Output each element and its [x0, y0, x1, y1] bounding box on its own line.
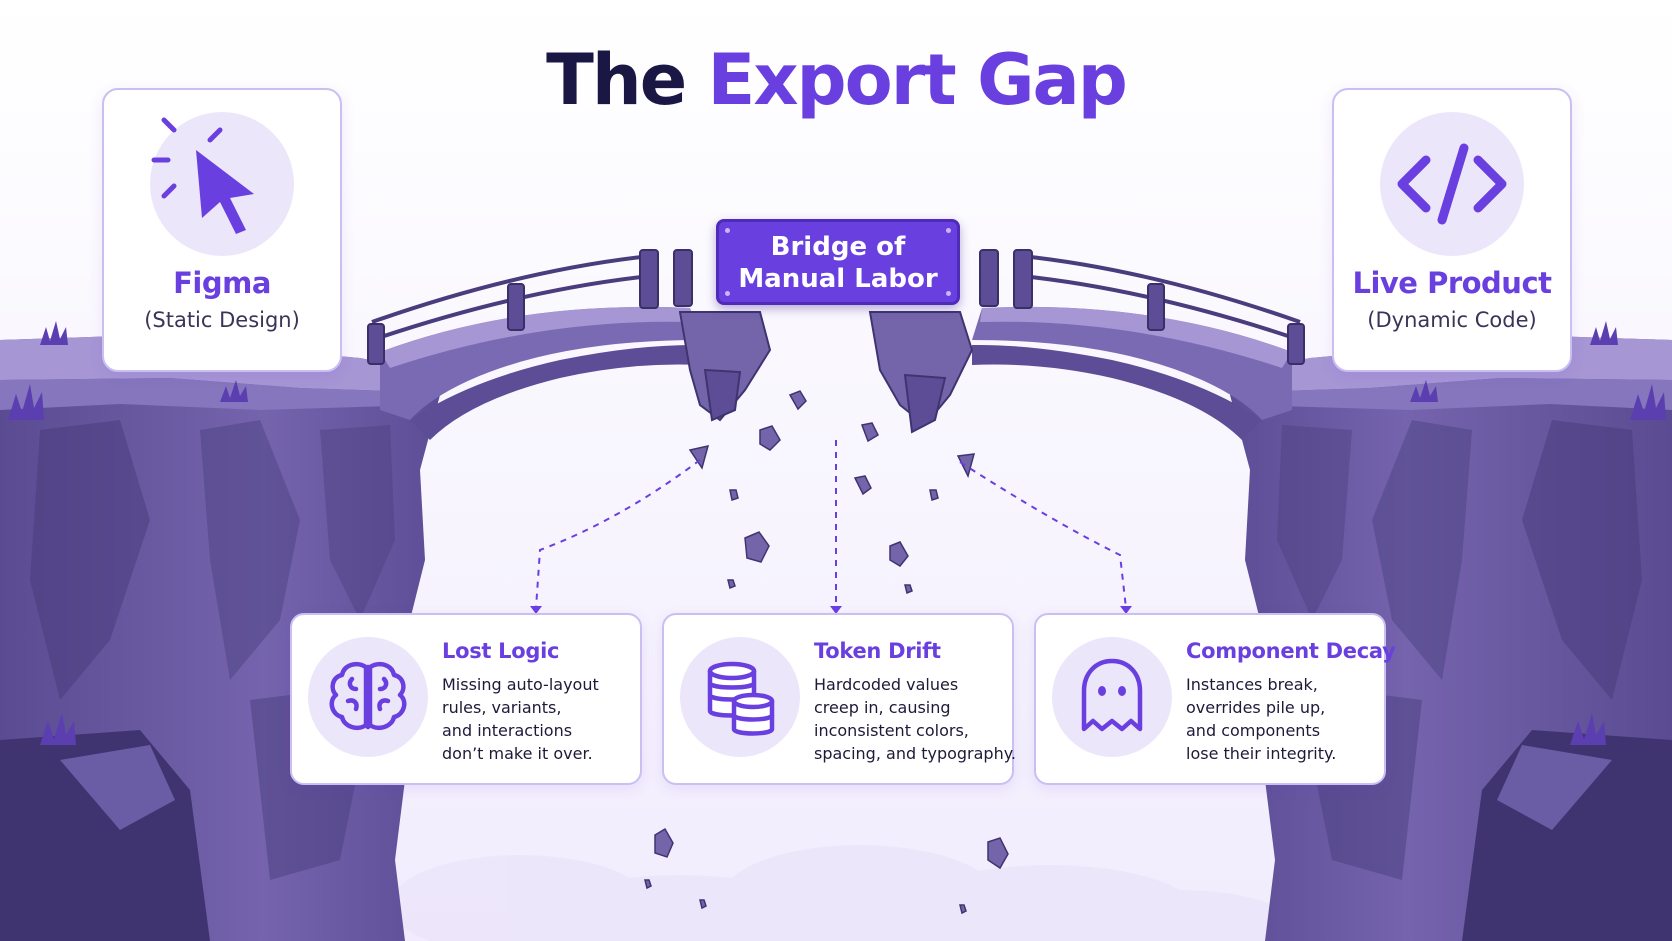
title-part-dark: The — [546, 39, 687, 121]
description-line: overrides pile up, — [1186, 698, 1326, 717]
component-decay-description: Instances break, overrides pile up, and … — [1186, 673, 1382, 765]
sign-bolt — [946, 291, 951, 296]
description-line: don’t make it over. — [442, 744, 593, 763]
code-brackets-icon — [1397, 143, 1507, 225]
page-title: The Export Gap — [0, 38, 1672, 122]
figma-card-subtitle: (Static Design) — [144, 308, 300, 332]
right-cliff — [1230, 336, 1672, 941]
live-product-card: Live Product (Dynamic Code) — [1332, 88, 1572, 372]
live-product-card-subtitle: (Dynamic Code) — [1367, 308, 1537, 332]
lost-logic-title: Lost Logic — [442, 639, 560, 663]
sign-bolt — [946, 228, 951, 233]
description-line: spacing, and typography. — [814, 744, 1016, 763]
figma-card-title: Figma — [173, 266, 271, 300]
lost-logic-card: Lost Logic Missing auto-layout rules, va… — [290, 613, 642, 785]
sign-bolt — [725, 291, 730, 296]
component-decay-icon-circle — [1052, 637, 1172, 757]
description-line: Instances break, — [1186, 675, 1318, 694]
bridge-sign: Bridge of Manual Labor — [716, 219, 960, 305]
lost-logic-icon-circle — [308, 637, 428, 757]
bridge-left-half — [367, 249, 772, 440]
live-product-card-title: Live Product — [1352, 266, 1552, 300]
description-line: lose their integrity. — [1186, 744, 1337, 763]
coin-stack-icon — [707, 661, 775, 736]
mist-clouds — [390, 845, 1300, 941]
token-drift-title: Token Drift — [814, 639, 941, 663]
cursor-click-icon — [151, 117, 254, 234]
live-product-icon-circle — [1380, 112, 1524, 256]
ghost-icon — [1081, 658, 1143, 732]
figma-icon-circle — [150, 112, 294, 256]
description-line: and components — [1186, 721, 1321, 740]
lost-logic-description: Missing auto-layout rules, variants, and… — [442, 673, 638, 765]
figma-card: Figma (Static Design) — [102, 88, 342, 372]
bridge-sign-line-1: Bridge of — [770, 232, 906, 262]
dashed-arrows — [535, 440, 1127, 609]
arrow-heads — [530, 606, 1132, 614]
description-line: rules, variants, — [442, 698, 562, 717]
bridge-right-half — [868, 249, 1305, 440]
token-drift-description: Hardcoded values creep in, causing incon… — [814, 673, 1016, 765]
falling-debris — [644, 390, 1009, 915]
component-decay-card: Component Decay Instances break, overrid… — [1034, 613, 1396, 785]
token-drift-card: Token Drift Hardcoded values creep in, c… — [662, 613, 1016, 785]
description-line: Missing auto-layout — [442, 675, 599, 694]
token-drift-icon-circle — [680, 637, 800, 757]
bridge-sign-line-2: Manual Labor — [738, 264, 938, 294]
description-line: Hardcoded values — [814, 675, 959, 694]
component-decay-title: Component Decay — [1186, 639, 1396, 663]
title-part-accent: Export Gap — [707, 39, 1128, 121]
description-line: creep in, causing — [814, 698, 951, 717]
sign-bolt — [725, 228, 730, 233]
description-line: and interactions — [442, 721, 573, 740]
description-line: inconsistent colors, — [814, 721, 969, 740]
brain-icon — [329, 662, 407, 730]
